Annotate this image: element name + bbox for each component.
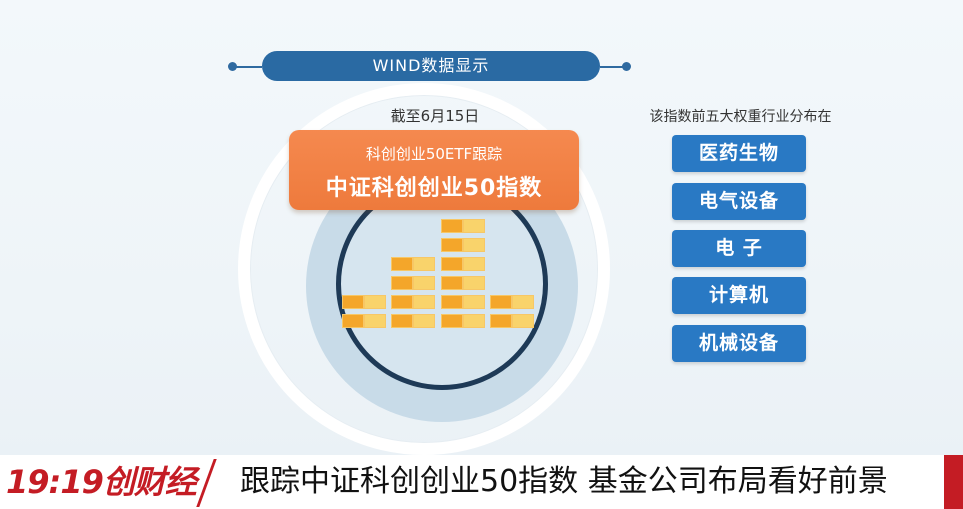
decor-block (342, 314, 364, 328)
decor-block (441, 257, 463, 271)
decor-block (391, 257, 413, 271)
banner-red-edge (944, 455, 963, 509)
decor-block (391, 314, 413, 328)
decor-block (391, 295, 413, 309)
channel-logo: 19:19创财经 (6, 463, 197, 501)
infographic: WIND数据显示 截至6月15日 科创创业50ETF跟踪 中证科创创业50指数 … (228, 51, 832, 455)
decor-block (441, 238, 463, 252)
decor-block (391, 276, 413, 290)
decor-block (490, 295, 512, 309)
news-headline: 跟踪中证科创创业50指数 基金公司布局看好前景 (240, 464, 888, 499)
industries-title: 该指数前五大权重行业分布在 (649, 109, 832, 125)
industry-item: 医药生物 (672, 135, 806, 172)
index-card-subtitle: 科创创业50ETF跟踪 (365, 145, 503, 163)
industry-item: 计算机 (672, 277, 806, 314)
decor-block (342, 295, 364, 309)
decor-block (441, 219, 463, 233)
decor-block (413, 314, 435, 328)
index-card: 科创创业50ETF跟踪 中证科创创业50指数 (289, 130, 579, 210)
header-title: WIND数据显示 (262, 51, 600, 81)
header-line-left (232, 66, 262, 68)
decor-block (463, 295, 485, 309)
decor-block (364, 314, 386, 328)
decor-block (463, 276, 485, 290)
header-line-right (600, 66, 628, 68)
decor-block (441, 276, 463, 290)
date-label: 截至6月15日 (390, 107, 480, 125)
decor-block (413, 295, 435, 309)
decor-block (463, 314, 485, 328)
decor-block (463, 238, 485, 252)
header-dot-right (622, 62, 631, 71)
industry-item: 电 子 (672, 230, 806, 267)
industry-item: 电气设备 (672, 183, 806, 220)
header-dot-left (228, 62, 237, 71)
news-banner (0, 455, 963, 509)
decor-block (463, 257, 485, 271)
decor-block (441, 314, 463, 328)
decor-block (413, 257, 435, 271)
index-card-title: 中证科创创业50指数 (325, 176, 543, 201)
decor-block (463, 219, 485, 233)
decor-block (441, 295, 463, 309)
decor-block (413, 276, 435, 290)
decor-block (490, 314, 512, 328)
decor-block (512, 314, 534, 328)
decor-block (364, 295, 386, 309)
industry-item: 机械设备 (672, 325, 806, 362)
decor-block (512, 295, 534, 309)
